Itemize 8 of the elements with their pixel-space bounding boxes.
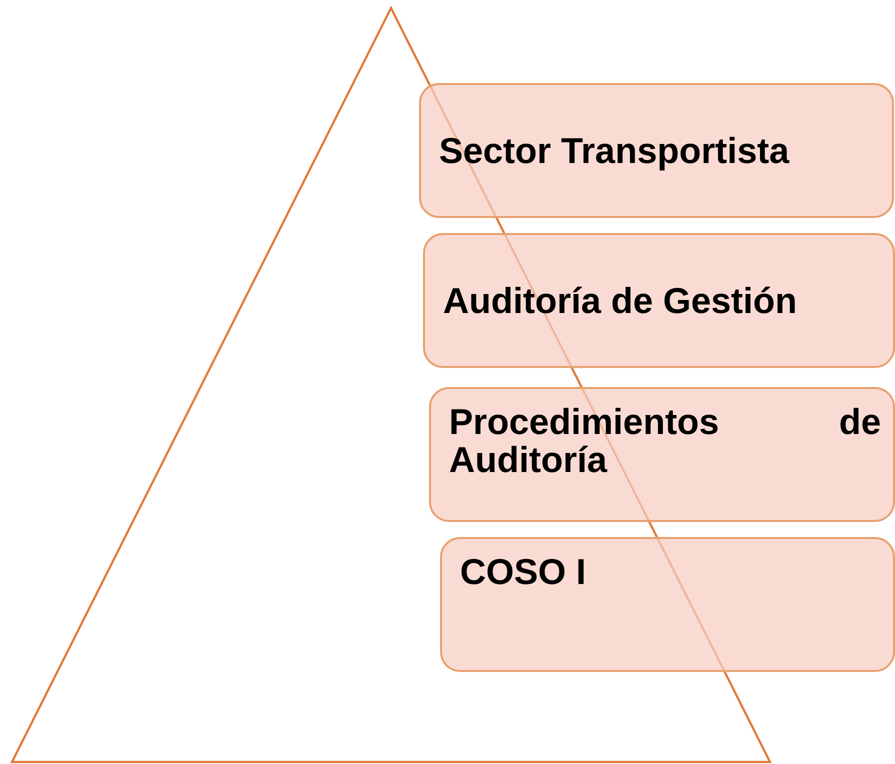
level-label: Sector Transportista xyxy=(439,132,790,170)
level-box xyxy=(440,537,895,672)
level-box xyxy=(423,233,895,368)
level-label: Procedimientos de Auditoría xyxy=(449,403,881,479)
level-label: Auditoría de Gestión xyxy=(443,282,798,320)
level-label: COSO I xyxy=(460,553,588,591)
level-box xyxy=(429,387,895,522)
level-box xyxy=(419,83,894,218)
